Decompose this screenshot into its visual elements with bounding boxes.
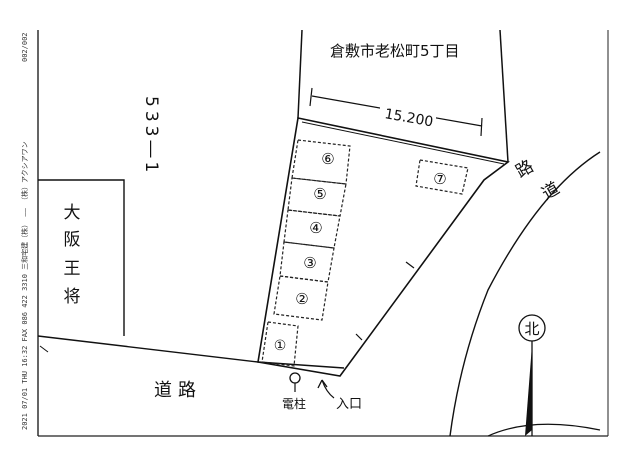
space-7-outline <box>415 159 469 195</box>
parking-space-4: ④ <box>283 209 341 249</box>
edge-mark <box>39 345 49 353</box>
parking-space-3: ③ <box>279 241 335 283</box>
district-label: 倉敷市老松町5丁目 <box>330 42 460 60</box>
space-6-outline <box>291 139 351 185</box>
entrance-leader-line <box>321 379 335 399</box>
north-arrow: 北 <box>487 314 601 437</box>
road-right-edge <box>449 151 601 437</box>
dimension-label-bg <box>380 102 436 122</box>
parking-space-5: ⑤ <box>287 177 347 217</box>
dimension-tick-right <box>480 117 483 137</box>
space-1-label: ① <box>274 338 287 354</box>
dimension-tick-left <box>309 87 313 107</box>
space-7-label: ⑦ <box>433 170 446 188</box>
neighbor-boundary-top <box>297 29 303 119</box>
space-4-outline <box>283 209 341 249</box>
space-5-label: ⑤ <box>313 185 326 203</box>
road-bottom-label: 道路 <box>154 380 202 401</box>
space-4-label: ④ <box>309 219 322 237</box>
space-3-label: ③ <box>303 254 316 272</box>
entrance-marker: 入口 <box>317 379 362 412</box>
building-char-4: 将 <box>64 287 81 307</box>
utility-pole: 電柱 <box>282 372 306 411</box>
parking-space-7: ⑦ <box>415 159 469 195</box>
north-pointer-icon <box>525 345 532 436</box>
fax-header-line: 2021 07/01 THU 16:32 FAX 086 422 3310 三和… <box>20 141 29 430</box>
road-bottom-edge <box>37 335 345 369</box>
space-6-label: ⑥ <box>321 150 334 168</box>
space-2-outline <box>273 275 329 321</box>
building-char-3: 王 <box>64 259 81 279</box>
utility-pole-icon <box>289 372 301 384</box>
entrance-label: 入口 <box>336 397 362 412</box>
lot-number: 533―1 <box>141 96 161 176</box>
boundary-mark-2 <box>355 333 363 341</box>
north-label: 北 <box>524 320 539 338</box>
road-right-char-1: 路 <box>513 157 538 183</box>
building-label: 大 阪 王 将 <box>64 203 81 307</box>
dimension-marker: 15.200 <box>309 87 483 137</box>
building-char-2: 阪 <box>64 230 81 250</box>
road-right-label: 道路 <box>0 0 2 1</box>
parking-space-1: ① <box>261 321 299 367</box>
north-base-arc <box>487 423 601 437</box>
parking-space-2: ② <box>273 275 329 321</box>
parking-lot-inner-edge <box>301 121 505 165</box>
building-char-1: 大 <box>64 203 81 223</box>
parking-space-6: ⑥ <box>291 139 351 185</box>
parking-lot-boundary <box>257 117 510 377</box>
space-2-label: ② <box>295 290 308 308</box>
building-outline <box>38 179 125 336</box>
space-1-outline <box>261 321 299 367</box>
boundary-mark-1 <box>405 261 415 269</box>
road-right-char-2: 道 <box>539 179 564 205</box>
fax-page-number: 002/002 <box>21 32 29 62</box>
neighbor-boundary-right <box>499 29 509 163</box>
utility-pole-label: 電柱 <box>282 396 306 411</box>
